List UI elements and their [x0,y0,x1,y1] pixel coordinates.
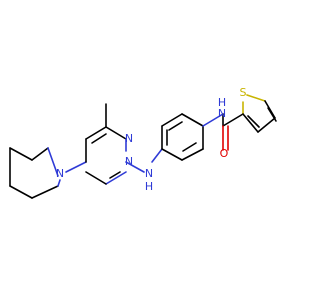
phenyl-double-bond-2 [182,142,197,152]
pyrimidine-nitrogen-bottom-label: N [125,155,133,168]
atom-label-layer: N H O S N N N H N [56,86,247,193]
thiophene-bond-2 [246,94,266,102]
phenyl-bond-1 [161,148,183,161]
pyrimidine-double-bond-1 [91,133,107,144]
amide-hydrogen-label: H [218,96,226,109]
pyrimidine-nitrogen-top-label: N [125,132,133,145]
thiophene-sulfur-label: S [240,86,247,99]
aniline-hydrogen-label: H [145,180,153,193]
pyrimidine-nh-bond [125,161,145,173]
piperidine-bond-2 [31,147,49,161]
phenyl-double-bond-1 [168,121,183,131]
pyrimidine-bond-5 [105,171,127,185]
carbonyl-oxygen-label: O [220,147,229,160]
piperidine-pyrimidine-bond [65,161,87,173]
pyrimidine-bond-6 [85,171,107,185]
thiophene-double-bond-1 [267,107,277,122]
piperidine-bond-5 [31,185,59,199]
piperidine-bond-7 [57,179,61,187]
structure-canvas: N H O S N N N H N [9,86,277,199]
pyrimidine-double-bond-2 [109,171,121,179]
molecule-structure: N H O S N N N H N [9,86,277,199]
piperidine-bond-1 [9,147,33,161]
phenyl-bond-2 [181,148,204,161]
piperidine-bond-6 [47,147,59,177]
amide-nitrogen-label: N [218,107,226,120]
piperidine-nitrogen-label: N [56,167,64,180]
thiophene-bond-4 [257,117,276,133]
pyrimidine-bond-2 [85,126,107,140]
thiophene-double-bond-2 [247,115,260,128]
phenyl-amide-nh-bond [202,113,224,127]
aniline-nitrogen-label: N [145,167,153,180]
piperidine-bond-4 [9,185,33,199]
phenyl-bond-4 [181,113,204,127]
amide-c-thiophene-bond [222,113,244,127]
nh-phenyl-bond [151,148,163,163]
bond-layer [9,94,277,199]
thiophene-bond-5 [242,113,259,133]
phenyl-bond-5 [161,113,183,127]
pyrimidine-bond-3 [105,126,127,140]
